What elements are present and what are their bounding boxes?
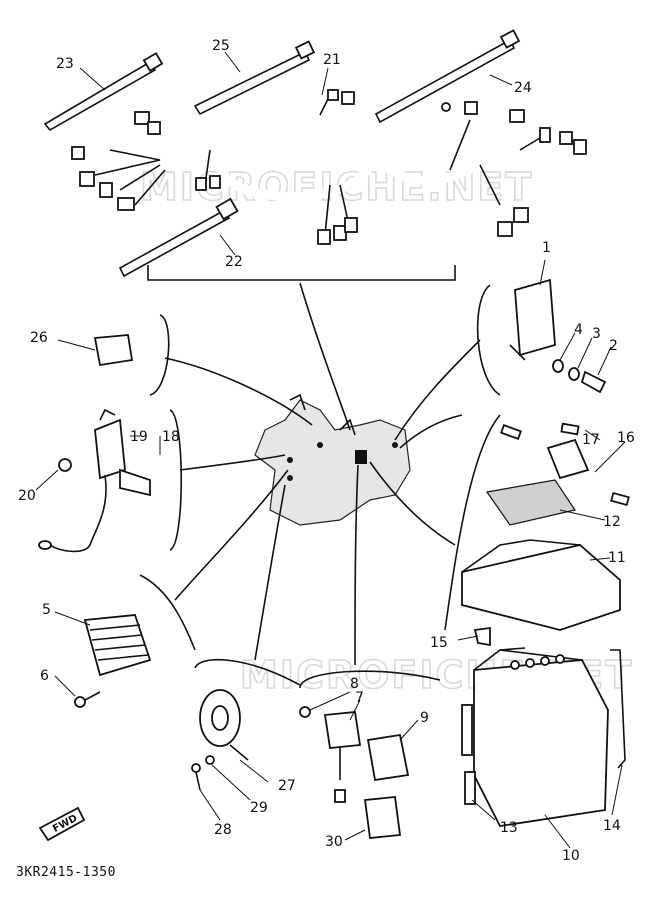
label-2: 2 [609, 338, 618, 354]
clip-15[interactable] [473, 626, 491, 647]
washer-29[interactable] [205, 755, 215, 765]
harness-bracket [147, 265, 456, 281]
label-28: 28 [214, 822, 232, 838]
label-leaders [35, 51, 626, 849]
label-10: 10 [562, 848, 580, 864]
cable-tie-24[interactable] [374, 29, 521, 124]
label-24: 24 [514, 80, 532, 96]
label-15: 15 [430, 635, 448, 651]
wire-harness[interactable] [71, 89, 587, 245]
part-26-cap[interactable] [93, 334, 134, 367]
label-19: 19 [130, 429, 148, 445]
label-23: 23 [56, 56, 74, 72]
fwd-arrow-icon: FWD [38, 806, 86, 842]
label-13: 13 [500, 820, 518, 836]
label-26: 26 [30, 330, 48, 346]
relay-9[interactable] [366, 733, 410, 782]
relay-30[interactable] [363, 796, 402, 839]
label-9: 9 [420, 710, 429, 726]
label-18: 18 [162, 429, 180, 445]
label-8: 8 [350, 676, 359, 692]
relay-7[interactable] [323, 711, 362, 803]
label-29: 29 [250, 800, 268, 816]
label-11: 11 [608, 550, 626, 566]
cable-tie-22[interactable] [118, 197, 239, 278]
label-4: 4 [574, 322, 583, 338]
label-22: 22 [225, 254, 243, 270]
rectifier-regulator[interactable] [83, 614, 152, 677]
battery-cover[interactable] [461, 539, 621, 631]
cable-tie-25[interactable] [193, 40, 316, 116]
label-14: 14 [603, 818, 621, 834]
cover-12[interactable] [485, 479, 576, 526]
washer-3[interactable] [568, 367, 580, 381]
horn[interactable] [199, 689, 249, 761]
label-1: 1 [542, 240, 551, 256]
label-25: 25 [212, 38, 230, 54]
label-7: 7 [355, 690, 364, 706]
label-30: 30 [325, 834, 343, 850]
washer-4[interactable] [552, 359, 564, 373]
label-12: 12 [603, 514, 621, 530]
cdi-unit[interactable] [509, 278, 556, 361]
screw-28[interactable] [191, 763, 201, 791]
label-5: 5 [42, 602, 51, 618]
cable-tie-23[interactable] [43, 52, 164, 132]
diagram-code: 3KR2415-1350 [16, 865, 116, 880]
frame-outline [254, 393, 411, 526]
label-16: 16 [617, 430, 635, 446]
label-27: 27 [278, 778, 296, 794]
ignition-switch[interactable] [38, 408, 151, 553]
label-6: 6 [40, 668, 49, 684]
nut-8[interactable] [299, 706, 311, 718]
part-labels: 23 25 21 24 22 26 19 18 20 5 6 27 29 28 … [18, 38, 635, 864]
starter-relay[interactable] [500, 422, 630, 507]
label-3: 3 [592, 326, 601, 342]
bolt-2[interactable] [580, 370, 607, 394]
leader-lines [164, 282, 481, 666]
battery[interactable] [473, 647, 609, 827]
label-21: 21 [323, 52, 341, 68]
section-brackets [139, 284, 501, 689]
label-17: 17 [582, 432, 600, 448]
bolt-6[interactable] [74, 691, 101, 708]
battery-cable[interactable] [610, 649, 626, 769]
breather-pipe[interactable] [461, 704, 476, 805]
label-20: 20 [18, 488, 36, 504]
